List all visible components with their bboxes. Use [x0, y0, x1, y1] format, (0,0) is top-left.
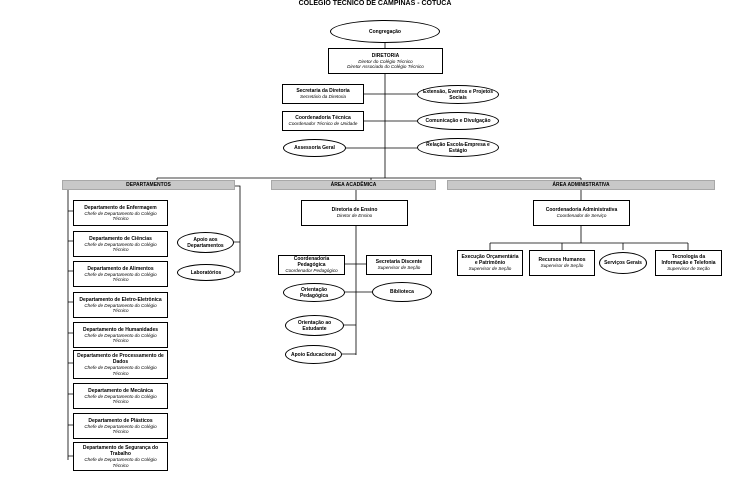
- coord-pedagogica-label: Coordenadoria Pedagógica: [293, 256, 330, 269]
- recursos-humanos-label: Recursos Humanos: [538, 257, 586, 264]
- apoio-educacional-node: Apoio Educacional: [285, 345, 342, 364]
- extensao-label: Extensão, Eventos e Projetos Sociais: [422, 88, 494, 101]
- dept-chefe: Chefe de Departamento do Colégio Técnico: [84, 271, 157, 283]
- extensao-node: Extensão, Eventos e Projetos Sociais: [417, 85, 499, 104]
- dept-node: Departamento de Plásticos Chefe de Depar…: [73, 413, 168, 439]
- apoio-departamentos-node: Apoio aos Departamentos: [177, 232, 234, 253]
- dept-chefe: Chefe de Departamento do Colégio Técnico: [84, 423, 157, 435]
- orientacao-pedagogica-label: Orientação Pedagógica: [299, 286, 329, 299]
- dept-node: Departamento de Ciências Chefe de Depart…: [73, 231, 168, 257]
- apoio-educacional-label: Apoio Educacional: [290, 351, 336, 358]
- dept-label: Departamento de Enfermagem: [84, 204, 157, 211]
- execucao-sub: Supervisor de Seção: [468, 266, 512, 272]
- recursos-humanos-sub: Supervisor de Seção: [540, 263, 584, 269]
- dept-label: Departamento de Mecânica: [88, 387, 153, 394]
- recursos-humanos-node: Recursos Humanos Supervisor de Seção: [529, 250, 595, 276]
- congregacao-label: Congregação: [369, 28, 401, 35]
- laboratorios-label: Laboratórios: [190, 269, 222, 276]
- secretaria-discente-label: Secretaria Discente: [375, 259, 423, 266]
- diretoria-ensino-label: Diretoria de Ensino: [331, 207, 378, 214]
- orientacao-estudante-node: Orientação ao Estudante: [285, 315, 344, 336]
- tecnologia-label: Tecnologia da Informação e Telefonia: [661, 254, 716, 267]
- secretaria-discente-sub: Supervisor de Seção: [377, 265, 421, 271]
- diretoria-ensino-sub: Diretor de Ensino: [336, 213, 373, 219]
- dept-node: Departamento de Segurança do Trabalho Ch…: [73, 442, 168, 471]
- dept-label: Departamento de Humanidades: [82, 326, 159, 333]
- coord-pedagogica-sub: Coordenador Pedagógico: [285, 268, 338, 274]
- coord-administrativa-sub: Coordenador de Serviço: [556, 213, 607, 219]
- coord-pedagogica-node: Coordenadoria Pedagógica Coordenador Ped…: [278, 255, 345, 275]
- tecnologia-sub: Supervisor de Seção: [667, 266, 710, 272]
- dept-label: Departamento de Processamento de Dados: [77, 353, 164, 365]
- dept-label: Departamento de Plásticos: [88, 417, 153, 424]
- dept-label: Departamento de Segurança do Trabalho: [82, 445, 159, 457]
- band-administrativa: ÁREA ADMINISTRATIVA: [447, 180, 715, 190]
- servicos-gerais-node: Serviços Gerais: [599, 252, 647, 274]
- dept-chefe: Chefe de Departamento do Colégio Técnico: [84, 393, 157, 405]
- biblioteca-node: Biblioteca: [372, 282, 432, 302]
- dept-chefe: Chefe de Departamento do Colégio Técnico: [84, 365, 157, 376]
- diretoria-label: DIRETORIA: [371, 52, 400, 59]
- dept-node: Departamento de Enfermagem Chefe de Depa…: [73, 200, 168, 226]
- congregacao-node: Congregação: [330, 20, 440, 43]
- assessoria-node: Assessoria Geral: [283, 139, 346, 157]
- assessoria-label: Assessoria Geral: [294, 145, 335, 151]
- dept-node: Departamento de Humanidades Chefe de Dep…: [73, 322, 168, 348]
- comunicacao-node: Comunicação e Divulgação: [417, 112, 499, 130]
- dept-node: Departamento de Processamento de Dados C…: [73, 350, 168, 379]
- dept-node: Departamento de Mecânica Chefe de Depart…: [73, 383, 168, 409]
- dept-chefe: Chefe de Departamento do Colégio Técnico: [84, 302, 157, 314]
- comunicacao-label: Comunicação e Divulgação: [425, 118, 491, 124]
- coord-administrativa-label: Coordenadoria Administrativa: [545, 207, 618, 214]
- diretoria-sub2: Diretor Associado do Colégio Técnico: [347, 64, 424, 69]
- diretoria-ensino-node: Diretoria de Ensino Diretor de Ensino: [301, 200, 408, 226]
- execucao-label: Execução Orçamentária e Patrimônio: [461, 254, 519, 267]
- coord-administrativa-node: Coordenadoria Administrativa Coordenador…: [533, 200, 630, 226]
- page-title: COLÉGIO TÉCNICO DE CAMPINAS - COTUCA: [298, 0, 452, 7]
- dept-label: Departamento de Alimentos: [87, 265, 154, 272]
- band-departamentos: DEPARTAMENTOS: [62, 180, 235, 190]
- dept-chefe: Chefe de Departamento do Colégio Técnico: [84, 210, 157, 222]
- biblioteca-label: Biblioteca: [390, 289, 414, 295]
- secretaria-discente-node: Secretaria Discente Supervisor de Seção: [366, 255, 432, 275]
- dept-chefe: Chefe de Departamento do Colégio Técnico: [84, 457, 157, 468]
- dept-chefe: Chefe de Departamento do Colégio Técnico: [84, 332, 157, 344]
- orientacao-pedagogica-node: Orientação Pedagógica: [283, 283, 345, 302]
- apoio-departamentos-label: Apoio aos Departamentos: [187, 236, 224, 249]
- tecnologia-node: Tecnologia da Informação e Telefonia Sup…: [655, 250, 722, 276]
- secretaria-diretoria-label: Secretaria da Diretoria: [296, 88, 350, 95]
- dept-node: Departamento de Eletro-Eletrônica Chefe …: [73, 292, 168, 318]
- band-academica: ÁREA ACADÊMICA: [271, 180, 436, 190]
- relacao-label: Relação Escola-Empresa e Estágio: [426, 141, 490, 154]
- servicos-gerais-label: Serviços Gerais: [604, 260, 642, 266]
- diretoria-sub1: Diretor do Colégio Técnico: [358, 58, 413, 64]
- secretaria-diretoria-node: Secretaria da Diretoria Secretário da Di…: [282, 84, 364, 104]
- coord-tecnica-sub: Coordenador Técnico de Unidade: [288, 121, 358, 127]
- dept-label: Departamento de Eletro-Eletrônica: [79, 296, 162, 303]
- diretoria-node: DIRETORIA Diretor do Colégio Técnico Dir…: [328, 48, 443, 74]
- relacao-node: Relação Escola-Empresa e Estágio: [417, 138, 499, 157]
- dept-chefe: Chefe de Departamento do Colégio Técnico: [84, 241, 157, 253]
- coord-tecnica-node: Coordenadoria Técnica Coordenador Técnic…: [282, 111, 364, 131]
- laboratorios-node: Laboratórios: [177, 264, 235, 281]
- coord-tecnica-label: Coordenadoria Técnica: [295, 115, 351, 122]
- secretaria-diretoria-sub: Secretário da Diretoria: [300, 94, 346, 100]
- execucao-node: Execução Orçamentária e Patrimônio Super…: [457, 250, 523, 276]
- dept-node: Departamento de Alimentos Chefe de Depar…: [73, 261, 168, 287]
- dept-label: Departamento de Ciências: [89, 235, 152, 242]
- orientacao-estudante-label: Orientação ao Estudante: [297, 319, 332, 332]
